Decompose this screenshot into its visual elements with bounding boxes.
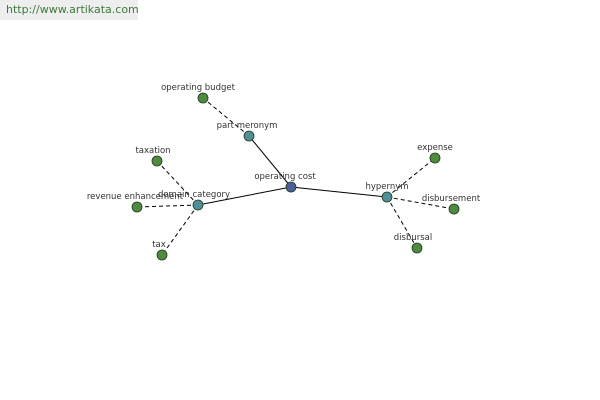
node-dot-expense[interactable] xyxy=(429,152,441,164)
edge-operating-cost-to-domain-category xyxy=(197,186,292,206)
node-label-tax: tax xyxy=(152,240,166,250)
node-disbursal[interactable]: disbursal xyxy=(394,233,432,254)
edge-hypernym-to-disbursal xyxy=(386,196,418,249)
node-label-taxation: taxation xyxy=(135,146,170,156)
node-dot-operating-budget[interactable] xyxy=(197,92,209,104)
node-dot-taxation[interactable] xyxy=(151,155,163,167)
node-disbursement[interactable]: disbursement xyxy=(422,194,481,215)
edge-domain-category-to-tax xyxy=(161,204,199,256)
node-label-operating-cost: operating cost xyxy=(254,172,316,182)
node-taxation[interactable]: taxation xyxy=(135,146,171,167)
edge-part-meronym-to-operating-budget xyxy=(202,97,250,137)
node-label-disbursement: disbursement xyxy=(422,194,481,204)
node-label-domain-category: domain category xyxy=(158,190,230,200)
node-dot-operating-cost[interactable] xyxy=(285,181,297,193)
node-label-expense: expense xyxy=(417,143,453,153)
node-dot-disbursal[interactable] xyxy=(411,242,423,254)
edge-hypernym-to-expense xyxy=(386,157,436,198)
node-dot-hypernym[interactable] xyxy=(381,191,393,203)
node-revenue-enhancement[interactable]: revenue enhancement xyxy=(87,192,184,213)
node-hypernym[interactable]: hypernym xyxy=(365,182,409,203)
node-label-operating-budget: operating budget xyxy=(161,83,236,93)
node-dot-revenue-enhancement[interactable] xyxy=(131,201,143,213)
node-label-part-meronym: part meronym xyxy=(217,121,278,131)
edge-domain-category-to-taxation xyxy=(156,160,199,206)
node-operating-budget[interactable]: operating budget xyxy=(161,83,236,104)
node-expense[interactable]: expense xyxy=(417,143,453,164)
edge-operating-cost-to-part-meronym xyxy=(248,135,292,188)
node-tax[interactable]: tax xyxy=(152,240,168,261)
site-url-watermark[interactable]: http://www.artikata.com xyxy=(0,0,139,20)
node-label-hypernym: hypernym xyxy=(365,182,408,192)
edge-hypernym-to-disbursement xyxy=(386,196,455,210)
graph-nodes: operating cost part meronym domain categor… xyxy=(87,83,481,261)
node-dot-part-meronym[interactable] xyxy=(243,130,255,142)
node-dot-tax[interactable] xyxy=(156,249,168,261)
node-dot-domain-category[interactable] xyxy=(192,199,204,211)
node-label-disbursal: disbursal xyxy=(394,233,432,243)
graph-edges xyxy=(136,97,455,256)
node-domain-category[interactable]: domain category xyxy=(158,190,230,211)
node-label-revenue-enhancement: revenue enhancement xyxy=(87,192,184,202)
edge-operating-cost-to-hypernym xyxy=(290,186,388,198)
node-operating-cost[interactable]: operating cost xyxy=(254,172,316,193)
node-part-meronym[interactable]: part meronym xyxy=(217,121,278,142)
node-dot-disbursement[interactable] xyxy=(448,203,460,215)
edge-domain-category-to-revenue-enhancement xyxy=(136,204,199,208)
